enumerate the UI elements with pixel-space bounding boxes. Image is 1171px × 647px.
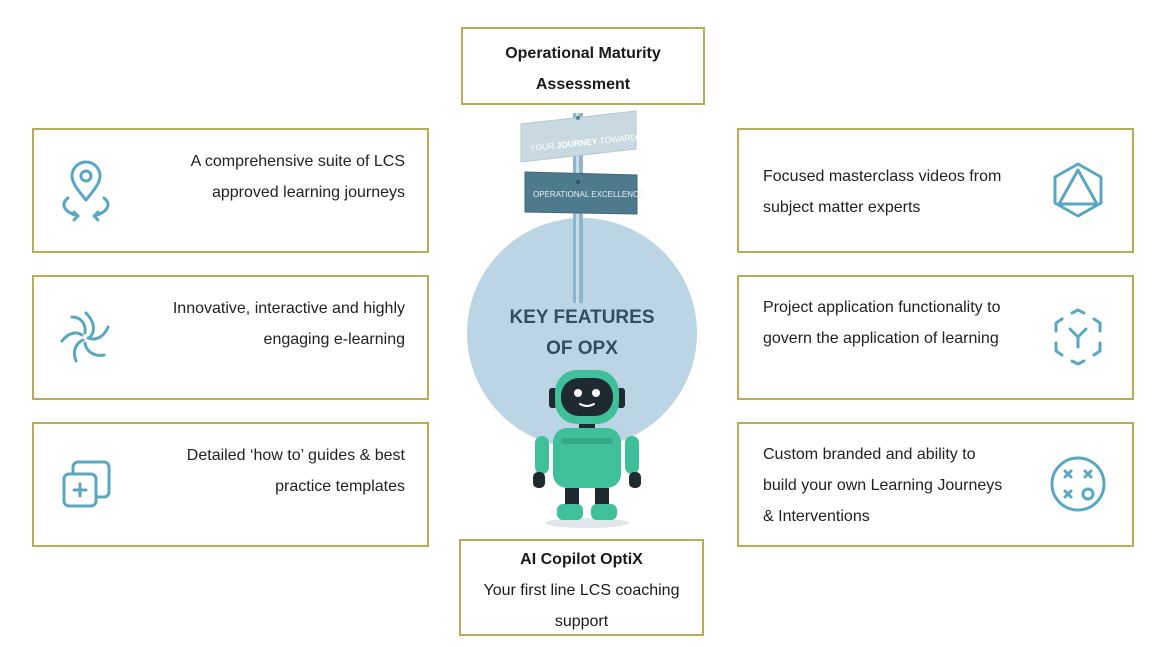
location-pin-rotate-icon [62, 160, 110, 222]
operational-maturity-assessment-box: Operational Maturity Assessment [461, 27, 705, 105]
feature-line: Project application functionality to [763, 299, 1001, 316]
feature-box-masterclass-videos: Focused masterclass videos from subject … [737, 128, 1134, 253]
hexagon-triangle-icon [1053, 162, 1103, 218]
pole-bolt [576, 180, 580, 184]
feature-line: Custom branded and ability to [763, 446, 976, 463]
feature-text: Project application functionality to gov… [763, 292, 1038, 354]
feature-box-custom-branded: Custom branded and ability to build your… [737, 422, 1134, 547]
svg-text:YOUR JOURNEY TOWARDS: YOUR JOURNEY TOWARDS [529, 131, 643, 153]
sign2-text: OPERATIONAL EXCELLENCE [533, 190, 644, 199]
sign-operational-excellence: OPERATIONAL EXCELLENCE [524, 171, 644, 215]
center-circle [467, 218, 697, 448]
key-features-heading-line2: OF OPX [546, 338, 618, 359]
feature-box-guides: Detailed ‘how to’ guides & best practice… [32, 422, 429, 547]
feature-line: Focused masterclass videos from [763, 168, 1002, 185]
feature-box-e-learning: Innovative, interactive and highly engag… [32, 275, 429, 400]
feature-text: Innovative, interactive and highly engag… [125, 293, 405, 355]
feature-line: engaging e-learning [263, 331, 405, 348]
feature-line: practice templates [275, 478, 405, 495]
feature-text: Custom branded and ability to build your… [763, 439, 1038, 532]
feature-line: & Interventions [763, 508, 870, 525]
feature-line: Innovative, interactive and highly [172, 300, 405, 317]
center-graphic: YOUR JOURNEY TOWARDS OPERATIONAL EXCELLE… [467, 110, 697, 528]
feature-box-learning-journeys: A comprehensive suite of LCS approved le… [32, 128, 429, 253]
ai-copilot-optix-box: AI Copilot OptiX Your first line LCS coa… [459, 539, 704, 636]
bottom-box-line1: Your first line LCS coaching [483, 582, 680, 599]
feature-text: Detailed ‘how to’ guides & best practice… [125, 440, 405, 502]
feature-line: approved learning journeys [211, 184, 405, 201]
feature-line: subject matter experts [763, 199, 921, 216]
aperture-swirl-icon [60, 311, 110, 363]
sign1-text-c: TOWARDS [597, 131, 643, 146]
bottom-box-title: AI Copilot OptiX [520, 551, 643, 568]
bottom-box-line2: support [554, 613, 609, 630]
pole-bolt [576, 116, 580, 120]
top-box-title-line1: Operational Maturity [505, 45, 661, 62]
top-box-title-line2: Assessment [535, 76, 631, 93]
feature-box-project-application: Project application functionality to gov… [737, 275, 1134, 400]
key-features-heading-line1: KEY FEATURES [510, 307, 655, 328]
sign1-text-a: YOUR [529, 140, 557, 153]
sign-journey-towards: YOUR JOURNEY TOWARDS [520, 110, 643, 163]
overlapping-squares-icon [62, 460, 111, 508]
feature-line: build your own Learning Journeys [763, 477, 1003, 494]
feature-line: govern the application of learning [763, 330, 999, 347]
hexagon-y-icon [1054, 308, 1102, 366]
circle-grid-icon [1050, 456, 1106, 512]
robot-illustration [533, 370, 641, 528]
feature-line: Detailed ‘how to’ guides & best [186, 447, 405, 464]
sign1-text-b: JOURNEY [556, 136, 598, 150]
feature-text: A comprehensive suite of LCS approved le… [125, 146, 405, 208]
feature-line: A comprehensive suite of LCS [190, 153, 405, 170]
feature-text: Focused masterclass videos from subject … [763, 161, 1038, 223]
